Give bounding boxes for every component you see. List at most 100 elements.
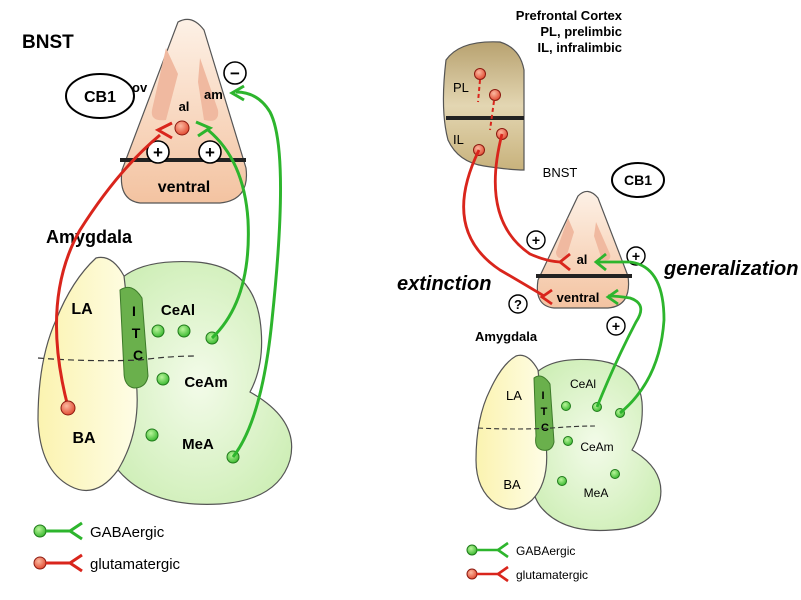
right-pl-to-al-projection [493, 133, 563, 264]
right-legend-glut-label: glutamatergic [516, 568, 588, 582]
right-ceam-label: CeAm [580, 440, 613, 454]
right-pl-to-al-terminal [557, 252, 571, 272]
left-ceal-neuron-1 [151, 324, 165, 338]
left-itc-letter-i: I [132, 303, 136, 319]
left-la-label: LA [71, 301, 93, 318]
left-cb1-ellipse [65, 73, 135, 119]
right-plus-circle-right [626, 246, 646, 266]
right-question-circle [508, 294, 528, 314]
right-cb1-label: CB1 [624, 172, 652, 188]
left-cb1-label: CB1 [84, 89, 116, 106]
right-ceal-label: CeAl [570, 377, 596, 391]
left-bnst-title: BNST [22, 32, 74, 53]
right-legend-gaba-label: GABAergic [516, 544, 575, 558]
right-generalization-label: generalization [663, 258, 798, 280]
left-minus-circle [223, 61, 247, 85]
left-itc-letter-t: T [132, 325, 141, 341]
right-pfc-title-line2: PL, prelimbic [540, 24, 622, 39]
left-ceal-label: CeAl [161, 302, 195, 319]
left-amygdala-title: Amygdala [46, 227, 133, 247]
left-legend-gaba-label: GABAergic [90, 524, 165, 541]
left-legend-glut-label: glutamatergic [90, 556, 181, 573]
left-ceal-to-al-terminal [195, 120, 214, 138]
left-legend-glut-dot [33, 556, 47, 570]
right-question-mark: ? [514, 297, 522, 312]
left-ceam-label: CeAm [184, 374, 227, 391]
right-la-label: LA [506, 388, 522, 403]
right-am-subregion [594, 222, 611, 261]
right-mea-label: MeA [584, 486, 609, 500]
right-pl-neuron-2 [489, 89, 501, 101]
left-al-neuron [174, 120, 190, 136]
right-ceam-neuron [563, 436, 573, 446]
right-legend-gaba-terminal [495, 541, 509, 559]
left-ceal-neuron-2 [177, 324, 191, 338]
right-amygdala-dashed-divider [477, 425, 597, 430]
left-amygdala-central-region [105, 260, 293, 505]
left-ba-to-al-terminal [154, 121, 173, 140]
right-ceal-neuron-1 [561, 401, 571, 411]
right-cb1-ellipse [611, 162, 665, 198]
left-ceam-neuron [156, 372, 170, 386]
right-amygdala-title: Amygdala [475, 329, 538, 344]
right-itc-letter-t: T [541, 406, 548, 418]
left-ceal-to-al-projection [207, 128, 250, 340]
left-mea-label: MeA [182, 436, 214, 453]
left-ov-subregion [151, 48, 178, 121]
right-plus-circle-left [526, 230, 546, 250]
right-ba-label: BA [503, 477, 521, 492]
right-plus-circle-bottom [606, 316, 626, 336]
right-il-to-ventral-terminal [539, 288, 553, 306]
right-ceal-to-al-projection [596, 260, 666, 415]
right-extinction-label: extinction [397, 273, 491, 295]
left-ba-to-al-projection [54, 133, 161, 408]
right-pfc-title-line3: IL, infralimbic [537, 40, 622, 55]
right-pl-label: PL [453, 80, 469, 95]
right-plus-sign-right: + [632, 248, 640, 264]
left-ba-neuron [60, 400, 76, 416]
left-ba-label: BA [72, 430, 96, 447]
right-amygdala-central-region [529, 358, 662, 532]
right-ventral-label: ventral [557, 290, 600, 305]
right-panel: Prefrontal Cortex PL, prelimbic IL, infr… [397, 8, 798, 532]
left-ventral-label: ventral [158, 179, 210, 196]
right-ceal-to-ventral-terminal [605, 288, 619, 306]
right-al-label: al [577, 252, 588, 267]
right-legend-glut-terminal [495, 565, 509, 583]
right-plus-sign-left: + [532, 232, 540, 248]
right-il-label: IL [453, 132, 464, 147]
left-legend-gaba-terminal [67, 521, 83, 541]
right-mea-neuron-1 [557, 476, 567, 486]
right-legend: GABAergic glutamatergic [466, 541, 588, 583]
left-am-label: am [204, 87, 223, 102]
left-plus-circle-2 [198, 140, 222, 164]
left-mea-to-am-projection [231, 90, 283, 458]
left-legend-gaba-dot [33, 524, 47, 538]
left-al-label: al [179, 99, 190, 114]
right-ov-subregion [556, 218, 574, 259]
right-ceal-to-al-terminal [593, 252, 607, 272]
right-plus-sign-bottom: + [612, 318, 620, 334]
right-mea-neuron-2 [610, 469, 620, 479]
right-pl-local-dashed-2 [489, 100, 495, 131]
right-itc-letter-i: I [541, 390, 544, 402]
left-legend-glut-terminal [67, 553, 83, 573]
left-minus-sign: − [230, 64, 240, 83]
left-plus-sign-1: + [153, 143, 163, 162]
right-pl-local-dashed-1 [477, 79, 481, 103]
right-ceal-to-ventral-projection [595, 294, 643, 408]
right-bnst-title: BNST [543, 165, 578, 180]
right-pfc-title-line1: Prefrontal Cortex [516, 8, 623, 23]
right-legend-gaba-dot [466, 544, 478, 556]
left-plus-sign-2: + [205, 143, 215, 162]
right-itc-region [533, 375, 555, 451]
right-bnst-region [536, 190, 630, 309]
left-plus-circle-1 [146, 140, 170, 164]
left-itc-letter-c: C [133, 347, 143, 363]
right-pl-neuron-1 [474, 68, 486, 80]
right-legend-glut-dot [466, 568, 478, 580]
left-mea-to-am-terminal [229, 84, 245, 102]
left-panel: BNST CB1 ov am al ventral − + + Amygdala… [22, 18, 293, 505]
left-itc-region [119, 286, 149, 389]
